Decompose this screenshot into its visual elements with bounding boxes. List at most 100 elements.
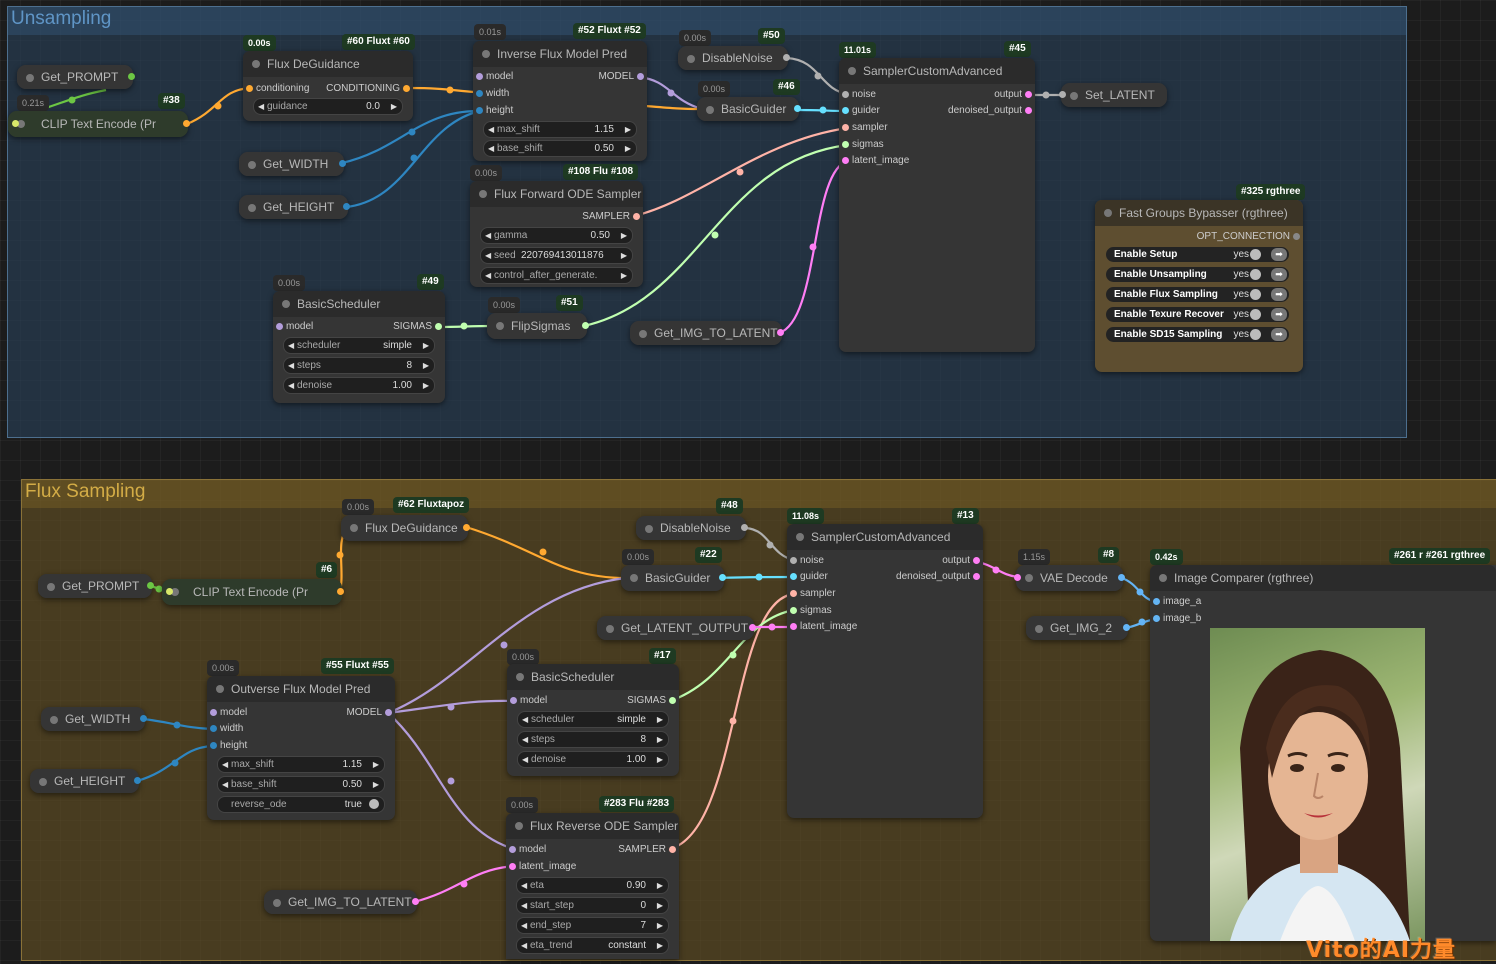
node-flux-reverse-ode-sampler[interactable]: Flux Reverse ODE Sampler model SAMPLER l… — [506, 813, 679, 959]
steps-widget[interactable]: ◀ steps 8 ▶ — [283, 357, 435, 374]
toggle-row-enable-texure-recover[interactable]: Enable Texure Recover yes ➡ — [1106, 307, 1289, 322]
increment-arrow[interactable]: ▶ — [620, 271, 627, 280]
increment-arrow[interactable]: ▶ — [656, 921, 663, 930]
toggle-row-enable-unsampling[interactable]: Enable Unsampling yes ➡ — [1106, 267, 1289, 282]
control-after-generate-widget[interactable]: ◀ control_after_generate. ▶ — [480, 267, 633, 284]
start-step-widget[interactable]: ◀ start_step 0 ▶ — [516, 897, 669, 914]
node-outverse-flux-model-pred[interactable]: Outverse Flux Model Pred model MODEL wid… — [207, 676, 395, 820]
navigate-arrow-icon[interactable]: ➡ — [1271, 328, 1287, 341]
node-basic-scheduler[interactable]: BasicScheduler model SIGMAS ◀ scheduler … — [507, 664, 679, 776]
decrement-arrow[interactable]: ◀ — [522, 715, 529, 724]
output-dot[interactable] — [1118, 574, 1125, 581]
denoise-widget[interactable]: ◀ denoise 1.00 ▶ — [517, 751, 669, 768]
input-dot[interactable] — [842, 157, 849, 164]
denoise-widget[interactable]: ◀ denoise 1.00 ▶ — [283, 377, 435, 394]
comparison-image-preview[interactable] — [1210, 628, 1425, 941]
increment-arrow[interactable]: ▶ — [372, 780, 379, 789]
input-dot[interactable] — [1153, 615, 1160, 622]
output-dot[interactable] — [1025, 91, 1032, 98]
node-sampler-custom-advanced[interactable]: SamplerCustomAdvanced noise output guide… — [839, 58, 1035, 352]
input-dot[interactable] — [276, 323, 283, 330]
output-dot[interactable] — [794, 105, 801, 112]
increment-arrow[interactable]: ▶ — [656, 901, 663, 910]
input-dot[interactable] — [842, 107, 849, 114]
increment-arrow[interactable]: ▶ — [656, 881, 663, 890]
output-dot[interactable] — [183, 120, 190, 127]
node-inverse-flux-model-pred[interactable]: Inverse Flux Model Pred model MODEL widt… — [473, 41, 647, 161]
scheduler-widget[interactable]: ◀ scheduler simple ▶ — [517, 711, 669, 728]
toggle-switch[interactable] — [1250, 289, 1261, 300]
node-basic-scheduler[interactable]: BasicScheduler model SIGMAS ◀ scheduler … — [273, 291, 445, 403]
decrement-arrow[interactable]: ◀ — [522, 735, 529, 744]
input-dot[interactable] — [12, 120, 19, 127]
node-basic-guider[interactable]: BasicGuider — [697, 97, 801, 121]
input-dot[interactable] — [246, 85, 253, 92]
node-set-latent[interactable]: Set_LATENT — [1059, 83, 1167, 107]
node-clip-text-encode[interactable]: CLIP Text Encode (Pr — [8, 111, 190, 137]
output-dot[interactable] — [633, 213, 640, 220]
input-dot[interactable] — [842, 91, 849, 98]
increment-arrow[interactable]: ▶ — [656, 941, 663, 950]
input-dot[interactable] — [1153, 598, 1160, 605]
steps-widget[interactable]: ◀ steps 8 ▶ — [517, 731, 669, 748]
input-dot[interactable] — [790, 623, 797, 630]
scheduler-widget[interactable]: ◀ scheduler simple ▶ — [283, 337, 435, 354]
node-get-width[interactable]: Get_WIDTH — [239, 152, 346, 176]
input-dot[interactable] — [210, 725, 217, 732]
input-dot[interactable] — [166, 588, 173, 595]
node-disable-noise[interactable]: DisableNoise — [636, 516, 748, 540]
decrement-arrow[interactable]: ◀ — [488, 125, 495, 134]
output-dot[interactable] — [741, 524, 748, 531]
toggle-switch[interactable] — [1250, 329, 1261, 340]
output-dot[interactable] — [1025, 107, 1032, 114]
base-shift-widget[interactable]: ◀ base_shift 0.50 ▶ — [483, 140, 637, 157]
input-dot[interactable] — [476, 107, 483, 114]
input-dot[interactable] — [790, 607, 797, 614]
node-disable-noise[interactable]: DisableNoise — [678, 46, 790, 70]
node-get-latent-output[interactable]: Get_LATENT_OUTPUT — [597, 616, 756, 640]
increment-arrow[interactable]: ▶ — [422, 381, 429, 390]
max-shift-widget[interactable]: ◀ max_shift 1.15 ▶ — [217, 756, 385, 773]
guidance-widget[interactable]: ◀ guidance 0.0 ▶ — [253, 98, 403, 115]
increment-arrow[interactable]: ▶ — [422, 361, 429, 370]
eta-widget[interactable]: ◀ eta 0.90 ▶ — [516, 877, 669, 894]
input-dot[interactable] — [210, 742, 217, 749]
increment-arrow[interactable]: ▶ — [656, 735, 663, 744]
increment-arrow[interactable]: ▶ — [624, 144, 631, 153]
max-shift-widget[interactable]: ◀ max_shift 1.15 ▶ — [483, 121, 637, 138]
decrement-arrow[interactable]: ◀ — [488, 144, 495, 153]
toggle-switch[interactable] — [369, 799, 379, 809]
output-dot[interactable] — [147, 582, 154, 589]
node-get-prompt[interactable]: Get_PROMPT — [17, 65, 135, 89]
output-dot[interactable] — [339, 160, 346, 167]
increment-arrow[interactable]: ▶ — [390, 102, 397, 111]
output-dot[interactable] — [973, 557, 980, 564]
output-dot[interactable] — [669, 697, 676, 704]
toggle-row-enable-setup[interactable]: Enable Setup yes ➡ — [1106, 247, 1289, 262]
increment-arrow[interactable]: ▶ — [620, 231, 627, 240]
output-dot[interactable] — [749, 624, 756, 631]
output-dot[interactable] — [343, 203, 350, 210]
increment-arrow[interactable]: ▶ — [624, 125, 631, 134]
input-dot[interactable] — [790, 573, 797, 580]
decrement-arrow[interactable]: ◀ — [485, 271, 492, 280]
navigate-arrow-icon[interactable]: ➡ — [1271, 268, 1287, 281]
toggle-switch[interactable] — [1250, 309, 1261, 320]
decrement-arrow[interactable]: ◀ — [288, 341, 295, 350]
decrement-arrow[interactable]: ◀ — [485, 231, 492, 240]
base-shift-widget[interactable]: ◀ base_shift 0.50 ▶ — [217, 776, 385, 793]
increment-arrow[interactable]: ▶ — [372, 760, 379, 769]
node-clip-text-encode[interactable]: CLIP Text Encode (Pr — [162, 579, 344, 605]
node-flux-forward-ode-sampler[interactable]: Flux Forward ODE Sampler SAMPLER ◀ gamma… — [470, 181, 643, 287]
navigate-arrow-icon[interactable]: ➡ — [1271, 288, 1287, 301]
decrement-arrow[interactable]: ◀ — [222, 760, 229, 769]
eta-trend-widget[interactable]: ◀ eta_trend constant ▶ — [516, 937, 669, 954]
output-dot[interactable] — [973, 573, 980, 580]
node-flux-deguidance[interactable]: Flux DeGuidance — [341, 515, 470, 541]
input-dot[interactable] — [509, 863, 516, 870]
output-dot[interactable] — [719, 574, 726, 581]
input-dot[interactable] — [790, 590, 797, 597]
output-dot[interactable] — [582, 322, 589, 329]
node-get-prompt[interactable]: Get_PROMPT — [38, 574, 154, 598]
output-dot[interactable] — [1293, 233, 1300, 240]
